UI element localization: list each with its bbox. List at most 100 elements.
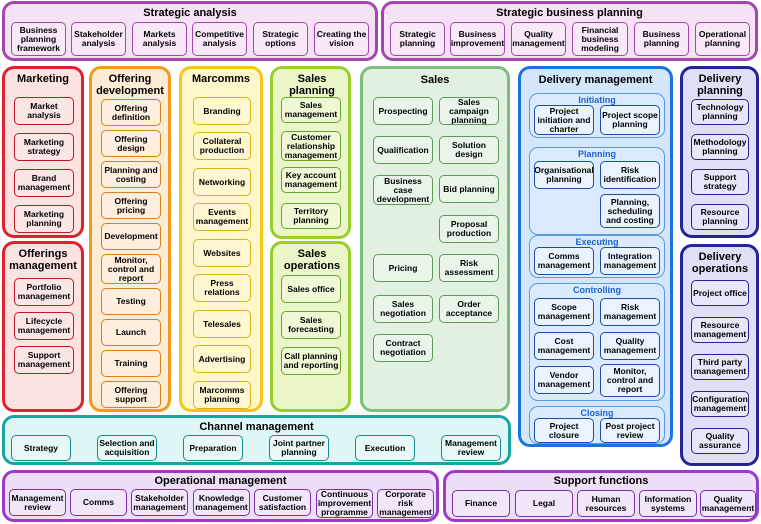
cm-strategy[interactable]: Strategy [11,435,71,461]
sa-creating-the-vision[interactable]: Creating the vision [314,22,369,56]
dm-risk-management[interactable]: Risk management [600,298,660,326]
sbp-financial-business-modeling[interactable]: Financial business modeling [572,22,628,56]
s-qualification[interactable]: Qualification [373,136,433,164]
mc-collateral-production[interactable]: Collateral production [193,132,251,160]
dp-resource-planning[interactable]: Resource planning [691,204,749,230]
sbp-operational-planning[interactable]: Operational planning [695,22,750,56]
dm-organisational-planning[interactable]: Organisational planning [534,161,594,189]
sf-finance[interactable]: Finance [452,490,510,517]
s-sales-campaign-planning[interactable]: Sales campaign planning [439,97,499,125]
opm-management-review[interactable]: Management review [9,489,66,516]
mc-events-management[interactable]: Events management [193,203,251,231]
cm-execution[interactable]: Execution [355,435,415,461]
dm-monitor-control-report[interactable]: Monitor, control and report [600,364,660,397]
dp-methodology-planning[interactable]: Methodology planning [691,134,749,160]
mc-websites[interactable]: Websites [193,239,251,267]
mc-networking[interactable]: Networking [193,168,251,196]
mc-press-relations[interactable]: Press relations [193,274,251,302]
sf-human-resources[interactable]: Human resources [577,490,635,517]
cm-preparation[interactable]: Preparation [183,435,243,461]
s-prospecting[interactable]: Prospecting [373,97,433,125]
sa-markets-analysis[interactable]: Markets analysis [132,22,187,56]
dm-cost-management[interactable]: Cost management [534,332,594,360]
od-testing[interactable]: Testing [101,288,161,315]
sp-territory-planning[interactable]: Territory planning [281,203,341,229]
dm-scope-management[interactable]: Scope management [534,298,594,326]
sa-strategic-options[interactable]: Strategic options [253,22,308,56]
opm-stakeholder-management[interactable]: Stakeholder management [131,489,188,516]
mk-marketing-strategy[interactable]: Marketing strategy [14,133,74,161]
dm-project-closure[interactable]: Project closure [534,418,594,443]
od-monitor-control-report[interactable]: Monitor, control and report [101,254,161,284]
dp-support-strategy[interactable]: Support strategy [691,169,749,195]
s-sales-negotiation[interactable]: Sales negotiation [373,295,433,323]
dm-comms-management[interactable]: Comms management [534,247,594,275]
opm-knowledge-management[interactable]: Knowledge management [193,489,250,516]
sa-stakeholder-analysis[interactable]: Stakeholder analysis [71,22,126,56]
dm-planning-label: Planning [578,149,616,159]
sbp-quality-management[interactable]: Quality management [511,22,566,56]
dm-vendor-management[interactable]: Vendor management [534,366,594,394]
so-call-planning-reporting[interactable]: Call planning and reporting [281,347,341,375]
s-bid-planning[interactable]: Bid planning [439,175,499,203]
s-proposal-production[interactable]: Proposal production [439,215,499,243]
mc-branding[interactable]: Branding [193,97,251,125]
sp-key-account-management[interactable]: Key account management [281,167,341,193]
mk-marketing-planning[interactable]: Marketing planning [14,205,74,233]
so-sales-office[interactable]: Sales office [281,275,341,303]
s-risk-assessment[interactable]: Risk assessment [439,254,499,282]
om-support-management[interactable]: Support management [14,346,74,374]
dm-risk-identification[interactable]: Risk identification [600,161,660,189]
sp-sales-management[interactable]: Sales management [281,97,341,123]
dm-project-initiation-charter[interactable]: Project initiation and charter [534,105,594,135]
s-pricing[interactable]: Pricing [373,254,433,282]
s-solution-design[interactable]: Solution design [439,136,499,164]
sa-competitive-analysis[interactable]: Competitive analysis [192,22,247,56]
mk-brand-management[interactable]: Brand management [14,169,74,197]
dm-integration-management[interactable]: Integration management [600,247,660,275]
mc-marcomms-planning[interactable]: Marcomms planning [193,381,251,409]
od-offering-support[interactable]: Offering support [101,381,161,408]
sf-information-systems[interactable]: Information systems [639,490,697,517]
od-offering-definition[interactable]: Offering definition [101,99,161,126]
sa-business-planning-framework[interactable]: Business planning framework [11,22,66,56]
opm-continuous-improvement[interactable]: Continuous improvement programme [316,489,373,518]
s-order-acceptance[interactable]: Order acceptance [439,295,499,323]
od-offering-pricing[interactable]: Offering pricing [101,192,161,219]
od-training[interactable]: Training [101,350,161,377]
od-launch[interactable]: Launch [101,319,161,346]
dm-post-project-review[interactable]: Post project review [600,418,660,443]
sbp-business-improvement[interactable]: Business improvement [450,22,505,56]
cm-selection-acquisition[interactable]: Selection and acquisition [97,435,157,461]
sbp-business-planning[interactable]: Business planning [634,22,689,56]
om-portfolio-management[interactable]: Portfolio management [14,278,74,306]
dm-planning-scheduling-costing[interactable]: Planning, scheduling and costing [600,194,660,228]
do-quality-assurance[interactable]: Quality assurance [691,428,749,454]
dp-technology-planning[interactable]: Technology planning [691,99,749,125]
do-resource-management[interactable]: Resource management [691,317,749,343]
opm-comms[interactable]: Comms [70,489,127,516]
opm-corporate-risk-management[interactable]: Corporate risk management [377,489,434,518]
om-lifecycle-management[interactable]: Lifecycle management [14,312,74,340]
opm-customer-satisfaction[interactable]: Customer satisfaction [254,489,311,516]
od-planning-and-costing[interactable]: Planning and costing [101,161,161,188]
dm-project-scope-planning[interactable]: Project scope planning [600,105,660,135]
sf-quality-management[interactable]: Quality management [700,490,756,517]
od-development[interactable]: Development [101,223,161,250]
s-contract-negotiation[interactable]: Contract negotiation [373,334,433,362]
od-offering-design[interactable]: Offering design [101,130,161,157]
sbp-strategic-planning[interactable]: Strategic planning [390,22,445,56]
mk-market-analysis[interactable]: Market analysis [14,97,74,125]
cm-joint-partner-planning[interactable]: Joint partner planning [269,435,329,461]
do-project-office[interactable]: Project office [691,280,749,306]
mc-telesales[interactable]: Telesales [193,310,251,338]
sp-customer-relationship-management[interactable]: Customer relationship management [281,131,341,161]
mc-advertising[interactable]: Advertising [193,345,251,373]
so-sales-forecasting[interactable]: Sales forecasting [281,311,341,339]
do-configuration-management[interactable]: Configuration management [691,391,749,417]
sf-legal[interactable]: Legal [515,490,573,517]
cm-management-review[interactable]: Management review [441,435,501,461]
dm-quality-management[interactable]: Quality management [600,332,660,360]
do-third-party-management[interactable]: Third party management [691,354,749,380]
s-business-case-development[interactable]: Business case development [373,175,433,205]
